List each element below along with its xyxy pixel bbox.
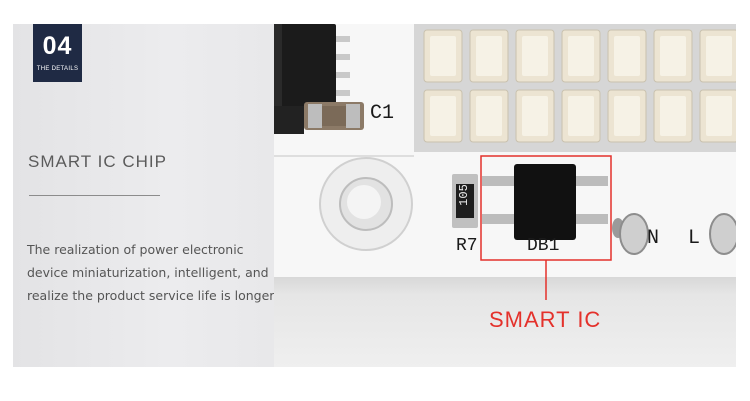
description-line: The realization of power electronic	[27, 242, 244, 257]
callout-label: SMART IC	[489, 307, 602, 332]
board-edge-shadow	[274, 277, 736, 367]
led-array	[414, 24, 736, 152]
badge-caption: THE DETAILS	[36, 66, 79, 72]
section-description: The realization of power electronic devi…	[27, 238, 275, 307]
silkscreen-c1: C1	[370, 102, 395, 125]
silkscreen-l: L	[688, 227, 701, 250]
left-info-panel: 04 THE DETAILS SMART IC CHIP The realiza…	[13, 24, 274, 367]
section-number-badge: 04 THE DETAILS	[33, 24, 82, 82]
terminal-pins	[612, 213, 736, 255]
control-ic	[274, 24, 350, 106]
title-divider	[29, 195, 160, 196]
silkscreen-r7: R7	[456, 236, 478, 256]
silkscreen-n: N	[647, 227, 660, 250]
description-line: realize the product service life is long…	[27, 288, 275, 303]
section-title: SMART IC CHIP	[28, 152, 167, 171]
badge-number: 04	[42, 32, 73, 60]
resistor-code: 105	[457, 184, 471, 206]
capacitor-c1	[304, 102, 364, 130]
resistor-r7	[452, 174, 478, 228]
product-detail-photo: C1 105 R7 DB1 N L SMART IC	[274, 24, 736, 367]
silkscreen-db1: DB1	[527, 236, 560, 256]
pcb-dark-pad	[274, 106, 304, 134]
smart-ic-chip	[482, 164, 608, 240]
description-line: device miniaturization, intelligent, and	[27, 265, 269, 280]
pcb-illustration	[274, 24, 736, 300]
mounting-hole	[319, 157, 413, 251]
